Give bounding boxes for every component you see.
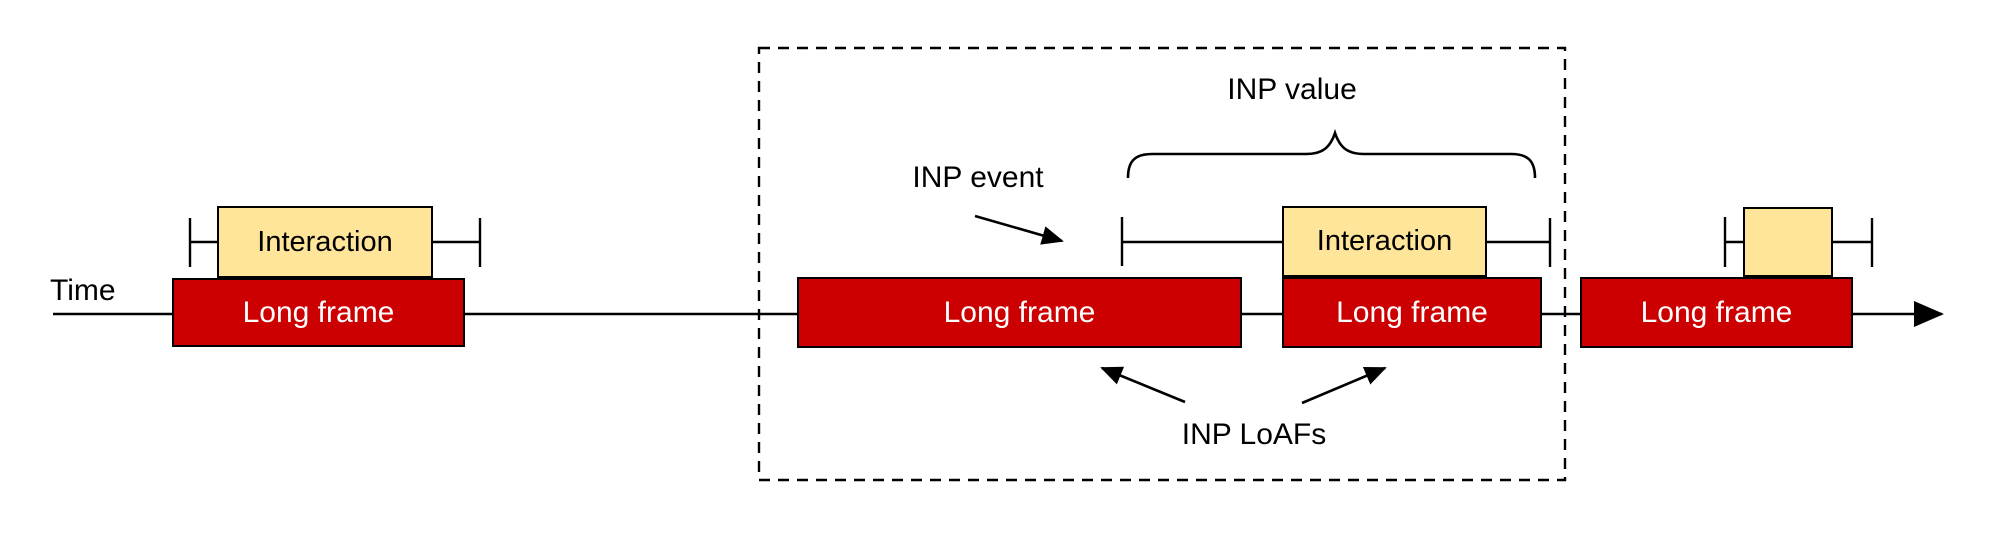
interaction-box-2: Interaction [1282, 206, 1487, 277]
inp-loaf-arrow-right [1301, 366, 1387, 405]
interaction-1-duration-bracket [188, 218, 482, 267]
interaction-box-1: Interaction [217, 206, 433, 278]
time-axis-label: Time [50, 274, 116, 307]
interaction-box-3 [1743, 207, 1833, 277]
inp-event-label: INP event [912, 161, 1044, 194]
inp-event-duration-bracket [1120, 217, 1552, 267]
long-frame-box-2: Long frame [797, 277, 1242, 348]
inp-value-label: INP value [1227, 73, 1357, 106]
inp-loafs-label: INP LoAFs [1181, 418, 1327, 451]
inp-event-arrow [974, 214, 1064, 245]
inp-value-brace [1126, 128, 1537, 179]
long-frame-box-3: Long frame [1282, 277, 1542, 348]
inp-group-dashed-box [757, 46, 1567, 482]
inp-loaf-arrow-left [1100, 366, 1186, 404]
long-frame-box-1: Long frame [172, 278, 465, 347]
interaction-3-duration-bracket [1723, 217, 1874, 267]
long-frame-box-4: Long frame [1580, 277, 1853, 348]
